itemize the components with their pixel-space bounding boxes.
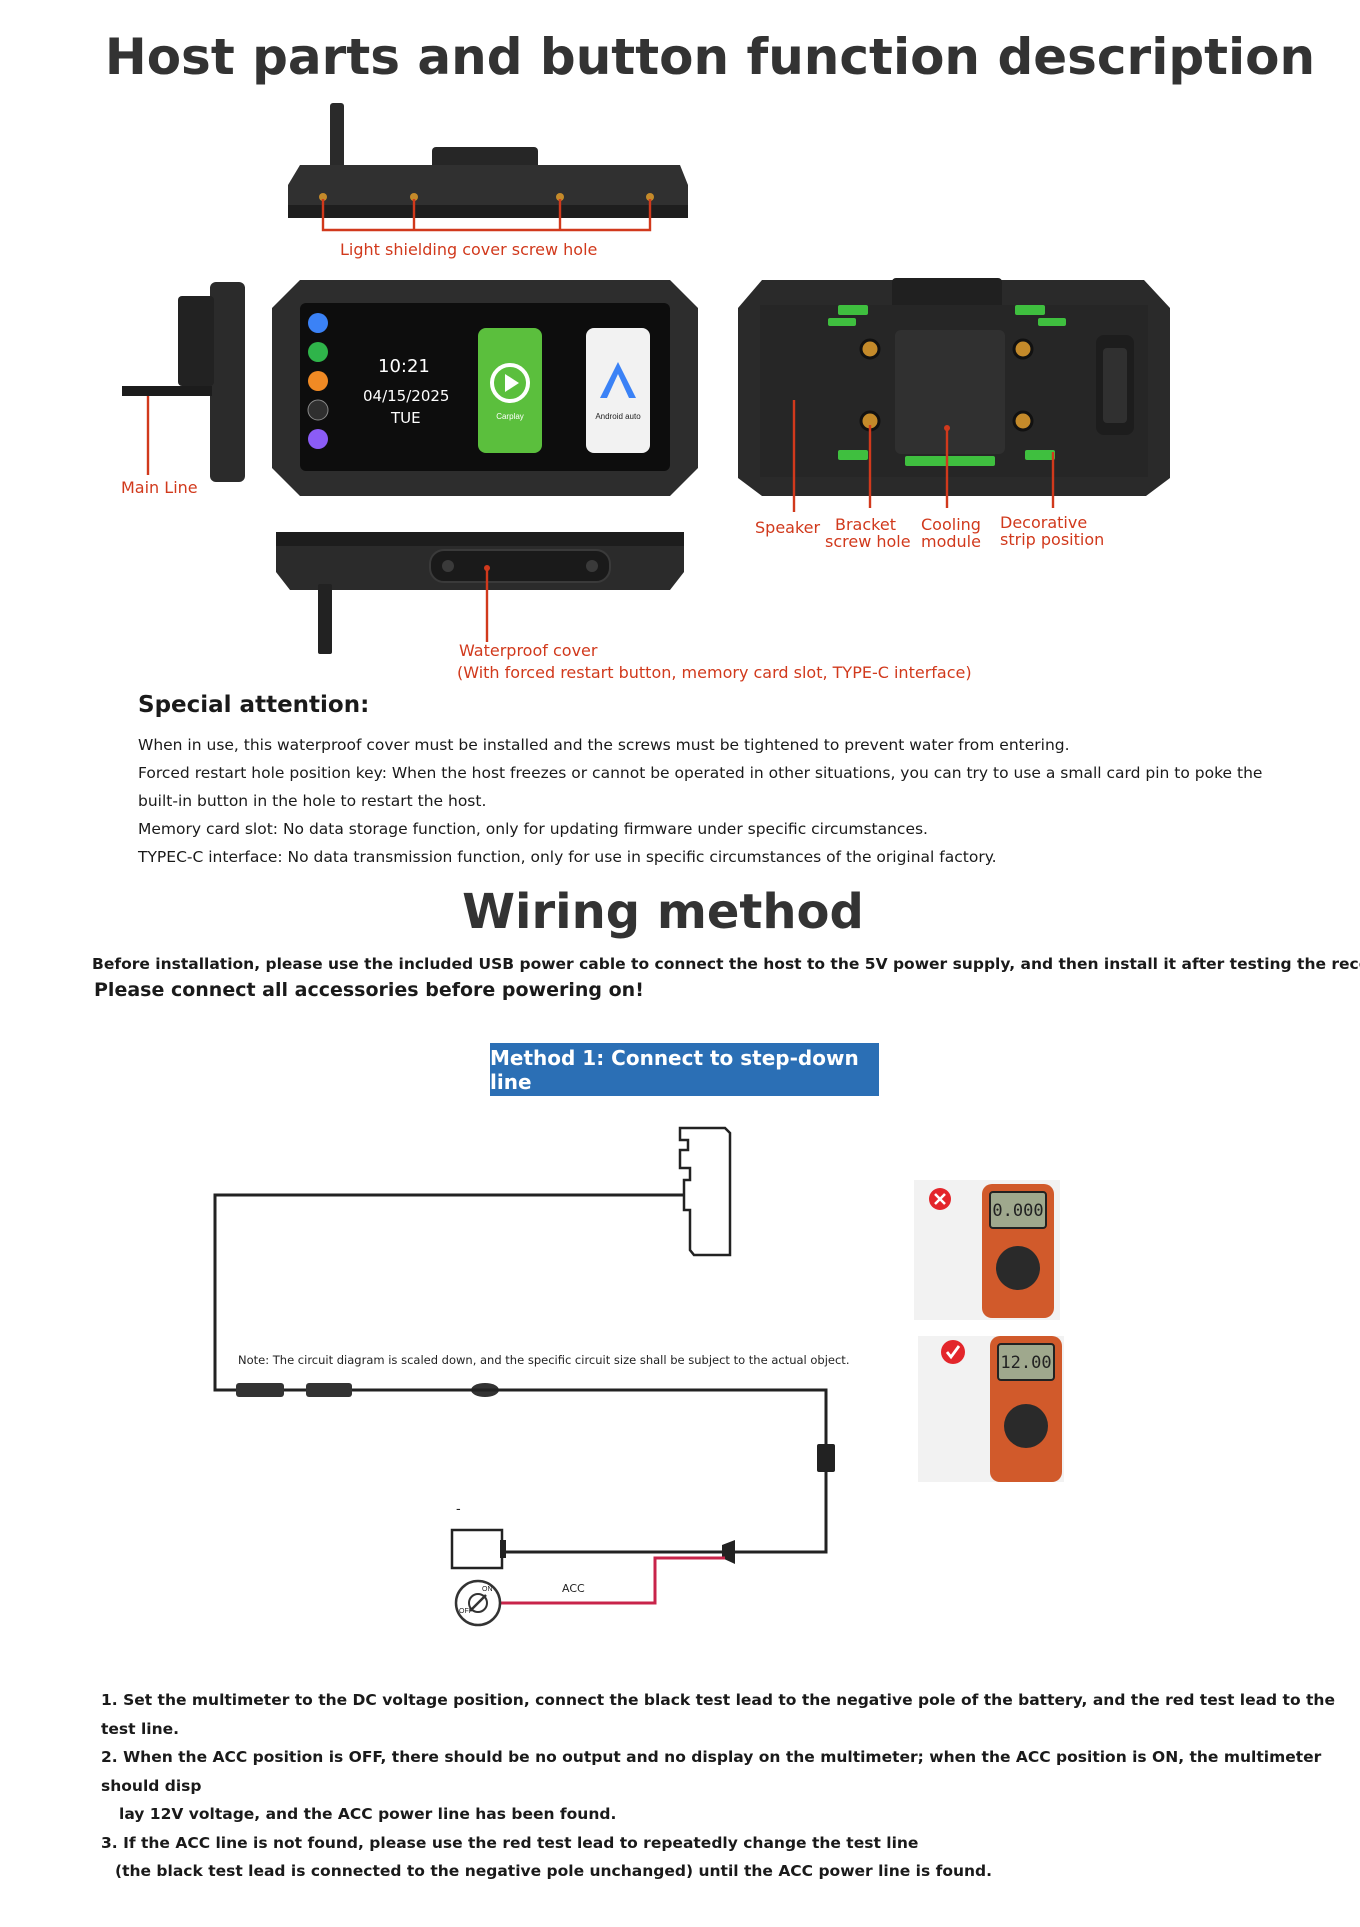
step-1: 1. Set the multimeter to the DC voltage … bbox=[101, 1691, 1335, 1738]
screen-day: TUE bbox=[391, 409, 421, 427]
device-back-view bbox=[738, 278, 1170, 512]
callout-main-line: Main Line bbox=[121, 478, 198, 497]
step-3-cont: (the black test lead is connected to the… bbox=[115, 1862, 993, 1880]
device-top-view bbox=[288, 103, 688, 232]
callout-bracket-1: Bracket bbox=[835, 515, 896, 534]
wiring-steps: 1. Set the multimeter to the DC voltage … bbox=[101, 1686, 1360, 1886]
callout-cooling-1: Cooling bbox=[921, 515, 981, 534]
callout-waterproof-2: (With forced restart button, memory card… bbox=[457, 663, 972, 682]
device-illustrations bbox=[122, 103, 1170, 654]
step-2-cont: lay 12V voltage, and the ACC power line … bbox=[119, 1805, 617, 1823]
device-bottom-view bbox=[276, 532, 684, 654]
attention-heading: Special attention: bbox=[138, 692, 370, 718]
callout-decorative-2: strip position bbox=[1000, 530, 1105, 549]
callout-speaker: Speaker bbox=[755, 518, 821, 537]
acc-label: ACC bbox=[562, 1582, 585, 1595]
device-front-view bbox=[272, 280, 698, 496]
wiring-title: Wiring method bbox=[462, 884, 864, 940]
android-auto-app-label[interactable]: Android auto bbox=[595, 412, 641, 421]
switch-off-label: OFF bbox=[459, 1608, 473, 1615]
wiring-intro-2: Please connect all accessories before po… bbox=[94, 979, 644, 1001]
callout-bracket-2: screw hole bbox=[825, 532, 911, 551]
page-title: Host parts and button function descripti… bbox=[104, 28, 1316, 86]
screen-time: 10:21 bbox=[378, 356, 430, 377]
meter-right-reading: 12.00 bbox=[1000, 1353, 1052, 1373]
carplay-app-label[interactable]: Carplay bbox=[496, 412, 524, 421]
method-1-label: Method 1: Connect to step-down line bbox=[490, 1043, 879, 1096]
attention-line: Forced restart hole position key: When t… bbox=[138, 764, 1263, 782]
callout-decorative-1: Decorative bbox=[1000, 513, 1088, 532]
attention-line: When in use, this waterproof cover must … bbox=[138, 736, 1070, 754]
attention-line: TYPEC-C interface: No data transmission … bbox=[138, 848, 997, 866]
diagram-note: Note: The circuit diagram is scaled down… bbox=[238, 1353, 850, 1367]
attention-line: built-in button in the hole to restart t… bbox=[138, 792, 487, 810]
attention-body: When in use, this waterproof cover must … bbox=[138, 731, 1338, 871]
attention-line: Memory card slot: No data storage functi… bbox=[138, 820, 928, 838]
meter-wrong-reading: 0.000 bbox=[992, 1201, 1044, 1221]
callout-light-shielding: Light shielding cover screw hole bbox=[340, 240, 598, 259]
battery-minus-label: - bbox=[456, 1500, 461, 1516]
callout-cooling-2: module bbox=[921, 532, 981, 551]
wiring-intro-1: Before installation, please use the incl… bbox=[92, 955, 1360, 973]
step-3: 3. If the ACC line is not found, please … bbox=[101, 1833, 919, 1852]
screen-date: 04/15/2025 bbox=[363, 387, 450, 405]
callout-waterproof-1: Waterproof cover bbox=[459, 641, 598, 660]
device-side-view bbox=[122, 282, 245, 482]
switch-on-label: ON bbox=[482, 1586, 493, 1593]
step-2: 2. When the ACC position is OFF, there s… bbox=[101, 1748, 1322, 1795]
